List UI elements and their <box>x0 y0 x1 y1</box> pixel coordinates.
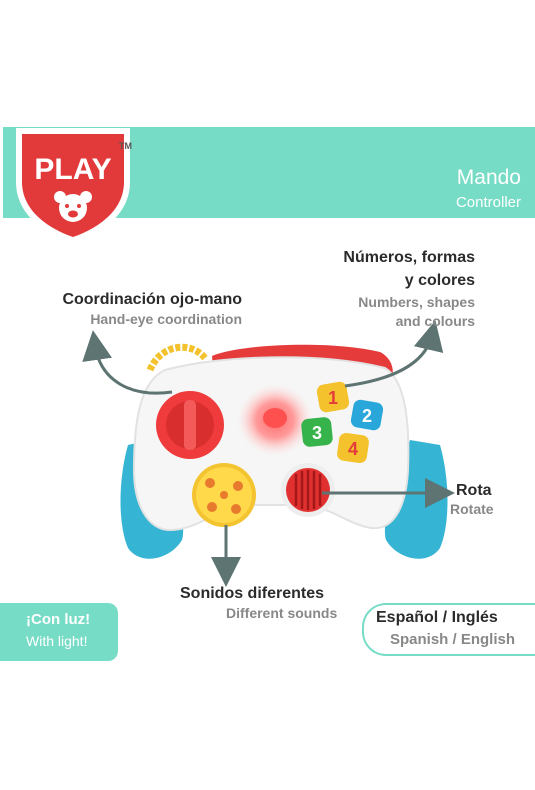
number-buttons: 1 2 3 4 <box>301 381 384 464</box>
button-3-label: 3 <box>312 423 322 443</box>
shapes-sub-line2: and colours <box>395 313 475 329</box>
button-1-label: 1 <box>328 388 338 408</box>
rotate-title: Rota <box>456 482 492 499</box>
ring-handle <box>146 343 208 372</box>
play-logo: PLAY <box>10 122 136 246</box>
language-badge-title: Español / Inglés <box>376 609 498 626</box>
rotate-sub: Rotate <box>450 501 494 517</box>
language-badge <box>362 603 535 656</box>
logo-text: PLAY <box>34 153 111 186</box>
product-title: Mando <box>456 166 521 189</box>
shapes-title-line1: Números, formas <box>343 249 475 266</box>
arrow-shapes <box>344 320 444 388</box>
bear-icon <box>54 191 92 222</box>
sounds-title: Sonidos diferentes <box>180 585 325 602</box>
light-badge-title: ¡Con luz! <box>26 611 91 628</box>
light-badge-sub: With light! <box>26 633 88 649</box>
button-2-label: 2 <box>362 406 372 426</box>
language-badge-sub: Spanish / English <box>390 631 516 648</box>
trademark-mark: TM <box>119 141 132 151</box>
sounds-sub: Different sounds <box>226 605 338 621</box>
button-4-label: 4 <box>348 439 358 459</box>
rotate-wheel <box>281 463 335 517</box>
product-subtitle: Controller <box>455 194 521 211</box>
sound-wheel <box>192 463 256 527</box>
shapes-sub-line1: Numbers, shapes <box>358 294 475 310</box>
shapes-title-line2: y colores <box>404 272 475 289</box>
coordination-sub: Hand-eye coordination <box>90 311 242 327</box>
arrow-coordination <box>82 330 173 395</box>
coordination-title: Coordinación ojo-mano <box>62 291 242 308</box>
play-shield-icon: PLAY <box>16 128 130 244</box>
light-badge <box>0 603 118 661</box>
joystick <box>156 391 224 459</box>
